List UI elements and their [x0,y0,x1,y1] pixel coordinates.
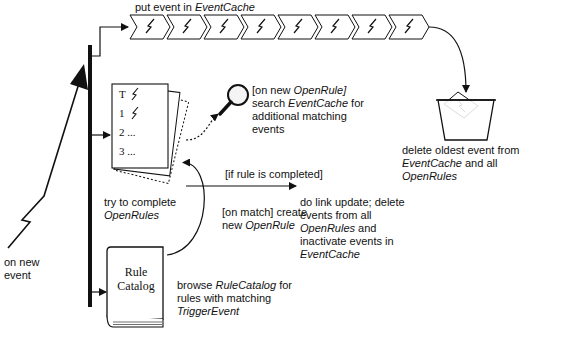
rule-catalog-book: Rule Catalogbrowse RuleCatalog for rules… [105,245,167,330]
node-caption: try to complete OpenRules [104,196,190,222]
event-bolt [294,19,302,33]
magnifier-icon [220,85,248,114]
event-bolt [146,19,154,33]
node-caption: browse RuleCatalog for rules with matchi… [177,279,305,318]
event-queue [130,15,429,39]
queue-slot [389,15,429,39]
edge-label: [on match] create new OpenRule [222,206,312,232]
complete-arrow [186,185,296,186]
queue-slot [167,15,207,39]
delete-arrow [429,27,466,92]
event-bolt [220,19,228,33]
annotation-label: delete oldest event from EventCache and … [402,144,552,183]
annotation-label: [if rule is completed] [225,168,345,181]
book-title: Rule Catalog [111,265,161,293]
event-bolt [331,19,339,33]
annotation-label: on new event [4,256,52,282]
lightning-arrowhead [70,64,88,90]
event-bolt [183,19,191,33]
queue-slot [315,15,355,39]
rule-line: T [119,88,126,100]
fork-arrow [92,291,106,292]
fork-arrow [92,134,110,135]
rule-line: 2 ... [119,126,136,138]
fork-bar [88,45,92,307]
rule-line: 1 [119,107,125,119]
annotation-label: [on new OpenRule] search EventCache for … [252,84,364,136]
queue-slot [352,15,392,39]
connector-arrow [167,163,204,256]
queue-slot [204,15,244,39]
annotation-label: do link update; delete events from all O… [300,196,412,261]
open-rules-stack: T12 ...3 ...try to complete OpenRules [108,80,183,190]
event-bolt [368,19,376,33]
search-arrow [186,114,218,140]
queue-slot [130,15,170,39]
queue-slot [241,15,281,39]
event-bolt [405,19,413,33]
lightning-arrow [8,80,80,248]
rule-line: 3 ... [119,145,136,157]
fork-arrow [92,27,128,56]
annotation-label: put event in EventCache [135,1,335,14]
queue-slot [278,15,318,39]
trash-bin [436,92,496,140]
event-bolt [257,19,265,33]
